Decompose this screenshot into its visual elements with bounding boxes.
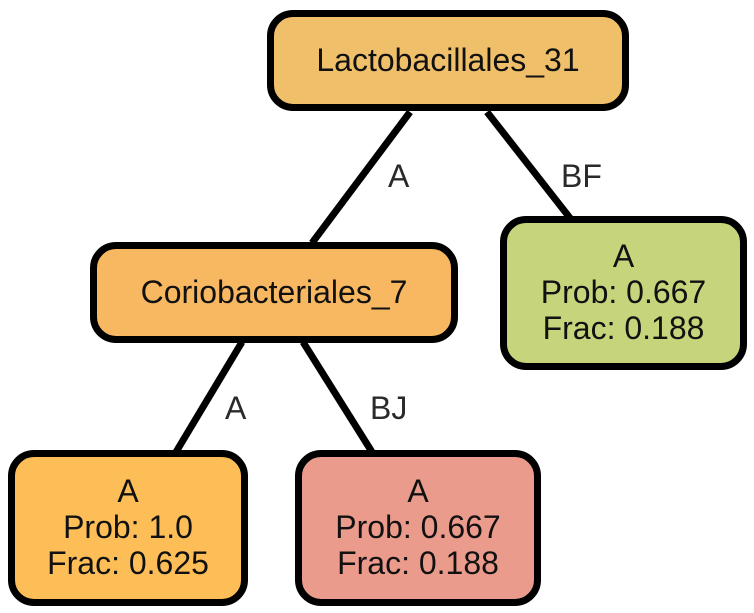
- root-node: Lactobacillales_31: [267, 10, 629, 111]
- edge-label-root-to-inner: A: [388, 158, 410, 194]
- root-node-label: Lactobacillales_31: [316, 41, 580, 78]
- edge-inner-to-leaf-bj: [300, 340, 375, 454]
- edge-root-to-inner: [309, 109, 413, 246]
- leaf-bj-prob: Prob: 0.667: [335, 509, 501, 546]
- leaf-bf-prob: Prob: 0.667: [540, 274, 707, 311]
- leaf-node-bf: A Prob: 0.667 Frac: 0.188: [500, 216, 747, 370]
- leaf-a-frac: Frac: 0.625: [47, 544, 209, 581]
- leaf-node-a: A Prob: 1.0 Frac: 0.625: [8, 450, 248, 606]
- edge-root-to-leaf-bf: [484, 109, 573, 221]
- leaf-a-class: A: [117, 473, 139, 510]
- leaf-bj-frac: Frac: 0.188: [337, 544, 499, 581]
- leaf-a-prob: Prob: 1.0: [63, 509, 193, 546]
- edge-label-inner-to-leaf-bj: BJ: [370, 390, 408, 426]
- leaf-bf-frac: Frac: 0.188: [542, 309, 705, 346]
- edge-inner-to-leaf-a: [172, 340, 246, 454]
- inner-node: Coriobacteriales_7: [90, 242, 458, 343]
- leaf-bf-class: A: [612, 238, 635, 275]
- edge-label-inner-to-leaf-a: A: [225, 390, 247, 426]
- leaf-bj-class: A: [407, 473, 429, 510]
- inner-node-label: Coriobacteriales_7: [140, 273, 408, 310]
- leaf-node-bj: A Prob: 0.667 Frac: 0.188: [295, 450, 541, 606]
- edge-label-root-to-leaf-bf: BF: [561, 158, 602, 194]
